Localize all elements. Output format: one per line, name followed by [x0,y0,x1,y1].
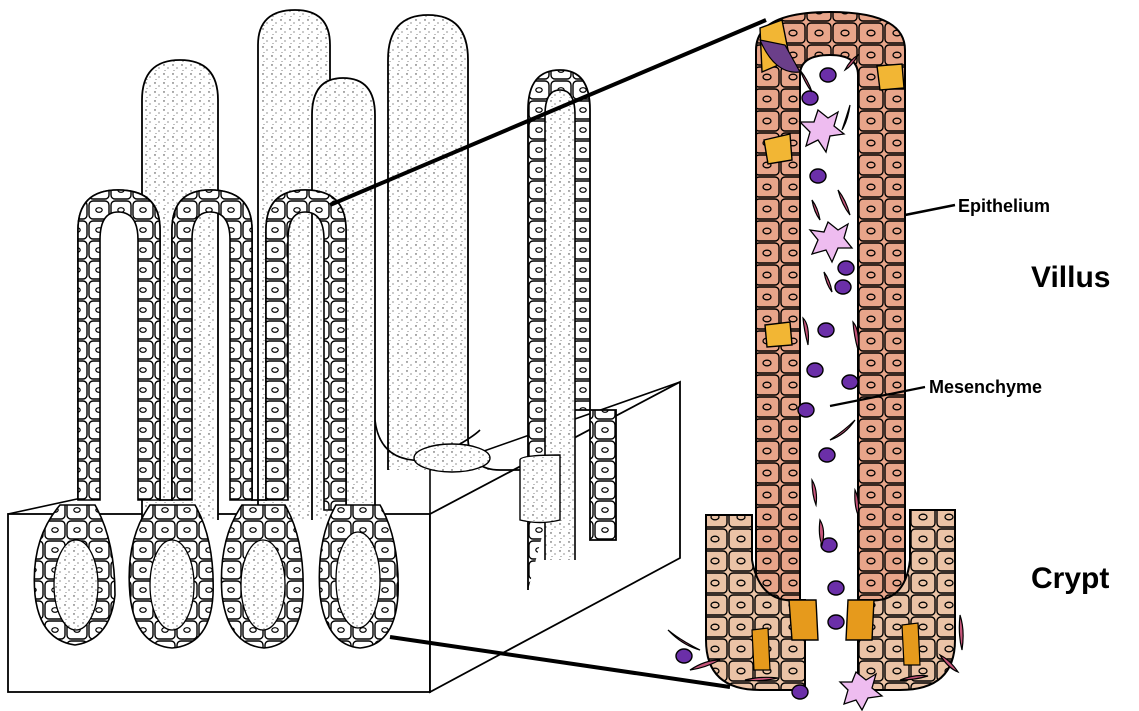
right-villus-bw [520,70,616,590]
back-crypt-opening [414,444,490,472]
villus-closeup [668,12,963,710]
mesenchyme-label: Mesenchyme [929,377,1042,397]
villus-epithelium [756,12,905,600]
crypt-label: Crypt [1031,562,1109,595]
epithelium-label: Epithelium [958,196,1050,216]
epithelium-pointer [905,205,955,215]
villus-label: Villus [1031,261,1110,294]
back-villus-4 [388,15,520,470]
